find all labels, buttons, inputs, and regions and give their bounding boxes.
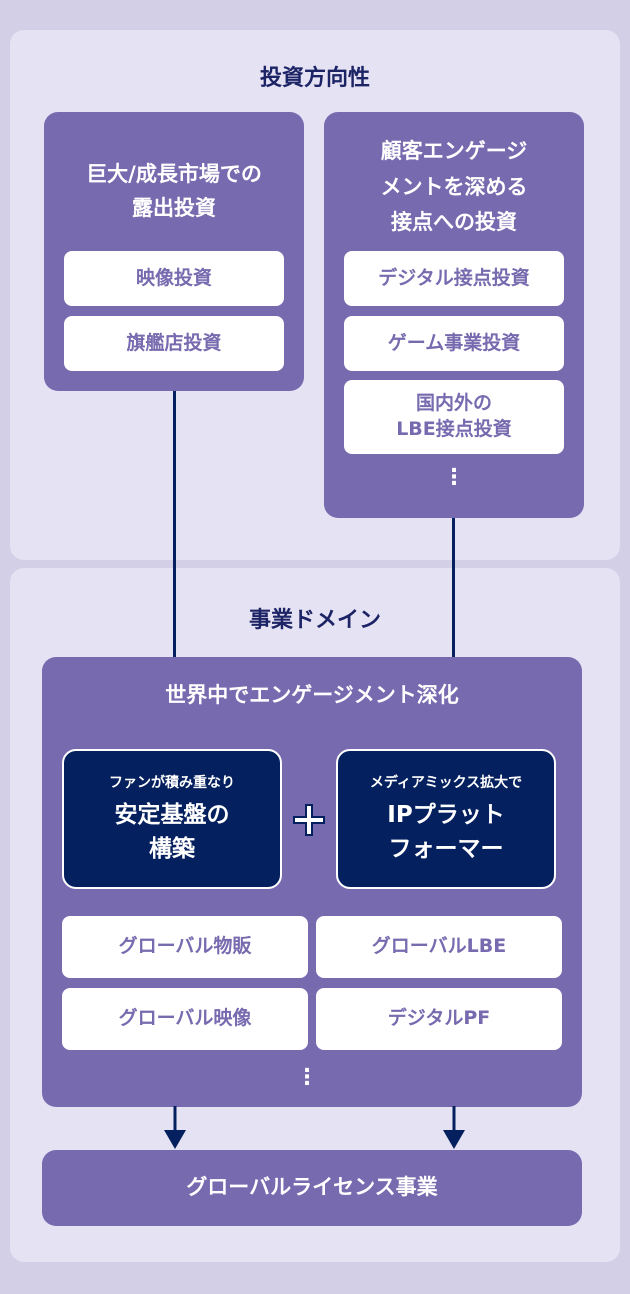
global-license-business-box: グローバルライセンス事業	[42, 1150, 582, 1226]
engagement-touchpoint-title: 顧客エンゲージ メントを深める 接点への投資	[380, 139, 528, 235]
global-merchandise-item: グローバル物販	[62, 916, 308, 978]
engagement-deepening-box: 世界中でエンゲージメント深化 ファンが積み重なり 安定基盤の 構築 メディアミッ…	[42, 657, 582, 1107]
game-business-investment-item: ゲーム事業投資	[344, 316, 564, 371]
ip-platformer-card: メディアミックス拡大で IPプラット フォーマー	[336, 749, 556, 889]
digital-pf-item: デジタルPF	[316, 988, 562, 1050]
connector-line-left	[173, 390, 176, 658]
main-box-ellipsis: ⋮	[296, 1065, 318, 1090]
investment-direction-title: 投資方向性	[259, 66, 370, 91]
exposure-investment-title: 巨大/成長市場での 露出投資	[86, 162, 262, 220]
right-box-ellipsis: ⋮	[443, 465, 465, 490]
connector-line-right	[452, 517, 455, 658]
ip-platformer-title: IPプラット フォーマー	[387, 801, 505, 863]
engagement-deepening-title: 世界中でエンゲージメント深化	[165, 683, 459, 707]
digital-touchpoint-investment-item: デジタル接点投資	[344, 251, 564, 306]
video-investment-item: 映像投資	[64, 251, 284, 306]
global-lbe-item: グローバルLBE	[316, 916, 562, 978]
ip-platformer-subtitle: メディアミックス拡大で	[369, 774, 523, 791]
business-domain-title: 事業ドメイン	[248, 608, 381, 633]
global-license-business-title: グローバルライセンス事業	[186, 1175, 438, 1200]
plus-icon	[292, 803, 326, 837]
global-video-item: グローバル映像	[62, 988, 308, 1050]
arrow-down-left-icon	[163, 1106, 187, 1150]
stable-foundation-subtitle: ファンが積み重なり	[109, 774, 235, 791]
arrow-down-right-icon	[442, 1106, 466, 1150]
engagement-touchpoint-box: 顧客エンゲージ メントを深める 接点への投資 デジタル接点投資 ゲーム事業投資 …	[324, 112, 584, 518]
flagship-store-investment-item: 旗艦店投資	[64, 316, 284, 371]
lbe-touchpoint-investment-item: 国内外の LBE接点投資	[344, 380, 564, 454]
stable-foundation-title: 安定基盤の 構築	[114, 801, 230, 863]
exposure-investment-box: 巨大/成長市場での 露出投資 映像投資 旗艦店投資	[44, 112, 304, 391]
stable-foundation-card: ファンが積み重なり 安定基盤の 構築	[62, 749, 282, 889]
